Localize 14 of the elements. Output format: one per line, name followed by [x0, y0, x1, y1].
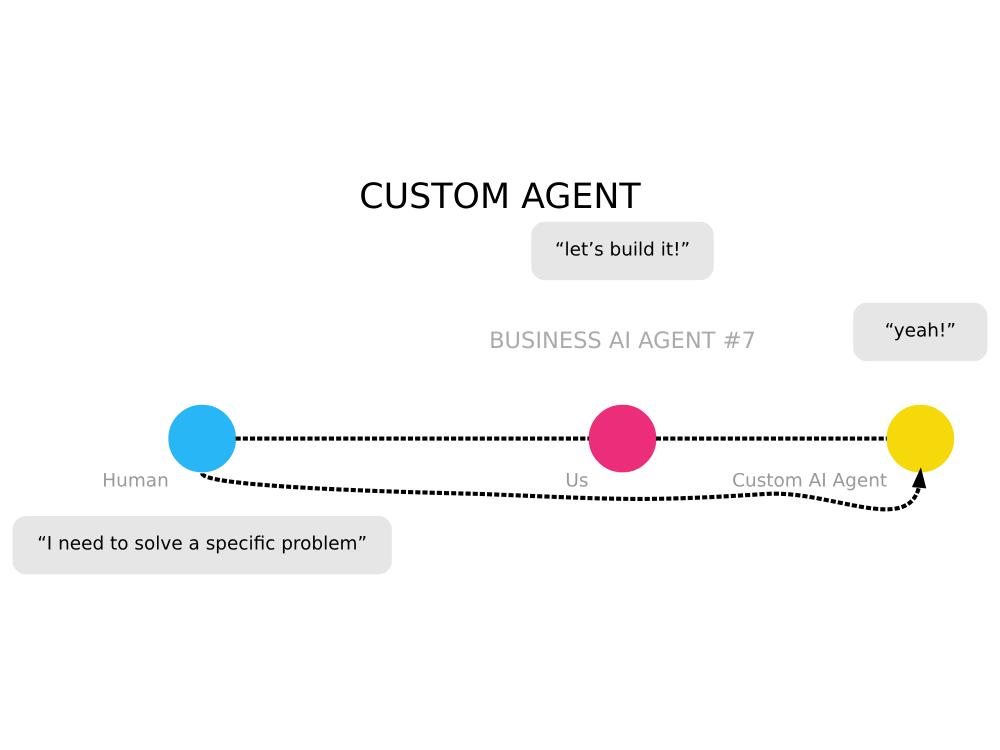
node-box: “I need to solve a specific problem” [12, 516, 392, 574]
node-circle [588, 404, 656, 472]
arrow [201, 467, 926, 512]
label: BUSINESS AI AGENT #7 [489, 328, 756, 354]
node-label: Us [565, 470, 588, 492]
node-label: Custom AI Agent [732, 470, 888, 492]
node-circle [886, 404, 954, 472]
node-label: Human [102, 470, 169, 492]
connector [236, 436, 590, 441]
node-circle [168, 404, 236, 472]
node-box: “yeah!” [853, 302, 988, 362]
node-box: “let’s build it!” [531, 222, 714, 280]
connector [656, 436, 887, 441]
diagram-title: CUSTOM AGENT [359, 177, 641, 218]
